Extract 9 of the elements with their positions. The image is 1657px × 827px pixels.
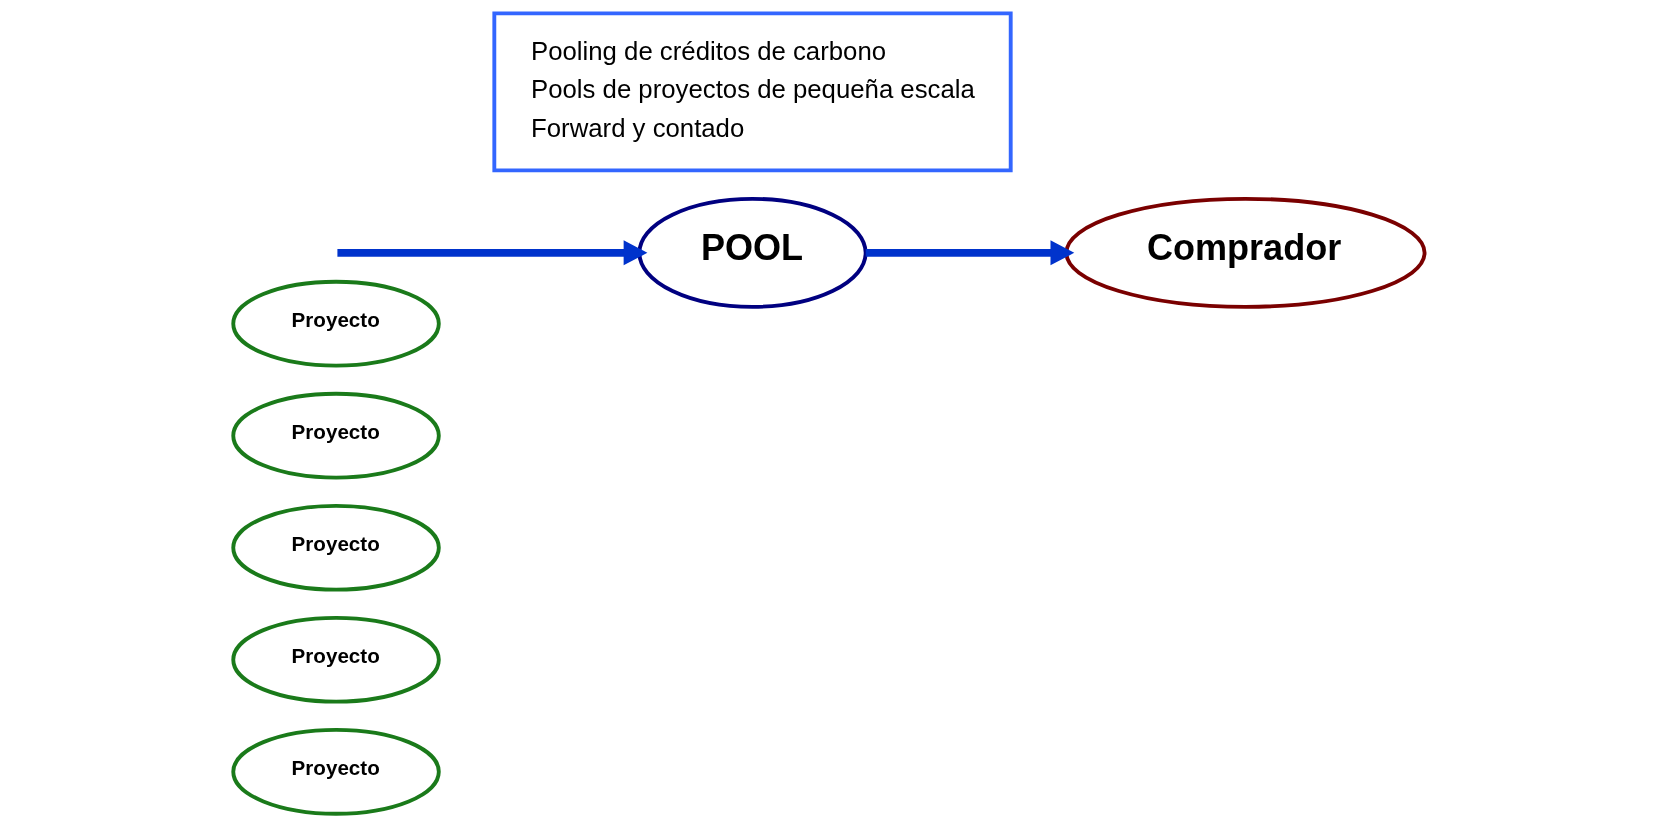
node-ellipse: Comprador xyxy=(1063,196,1426,309)
node-ellipse: Proyecto xyxy=(230,615,441,704)
node-ellipse: Proyecto xyxy=(230,279,441,368)
node-ellipse: Proyecto xyxy=(230,391,441,480)
node-ellipse: Proyecto xyxy=(230,503,441,592)
node-ellipse: POOL xyxy=(636,196,868,309)
node-box: Pooling de créditos de carbono Pools de proyectos de pequeña escala Forward y contado xyxy=(491,11,1013,173)
node-ellipse: Proyecto xyxy=(230,727,441,816)
arrow xyxy=(336,240,647,266)
